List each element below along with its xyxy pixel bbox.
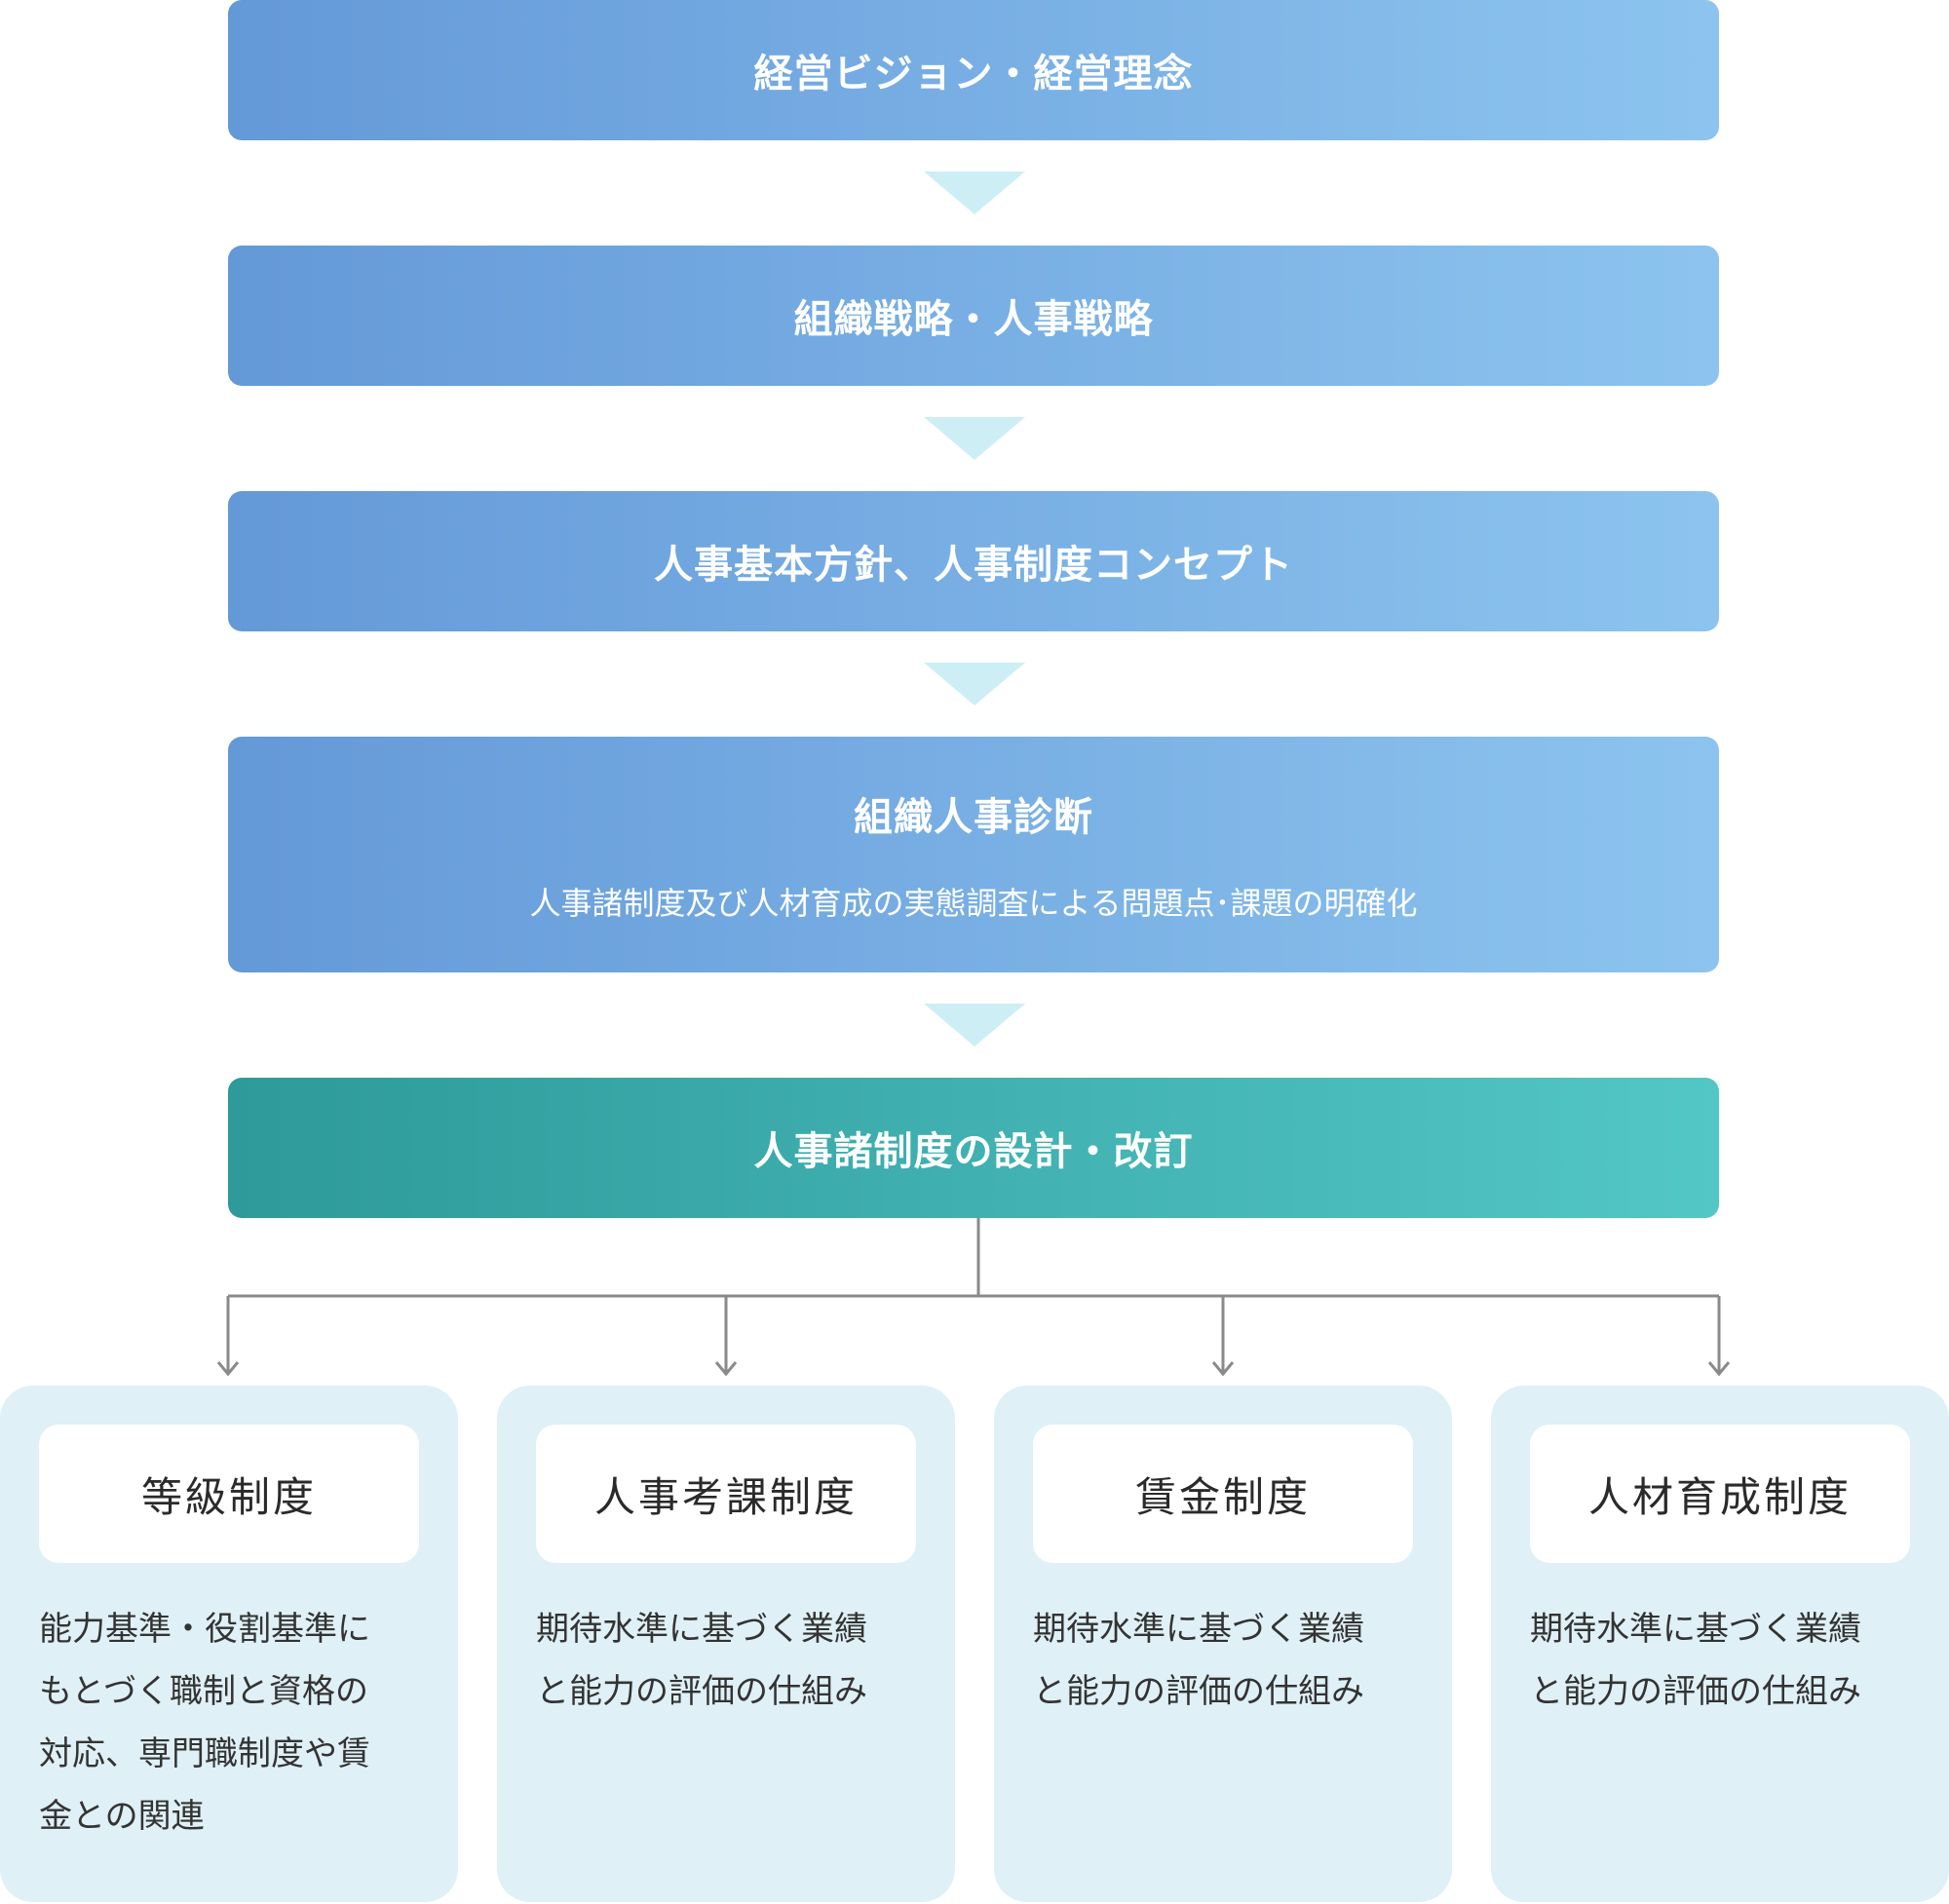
branch-connector — [216, 1218, 1731, 1377]
stage-title: 経営ビジョン・経営理念 — [753, 52, 1194, 96]
stage-org-hr-strategy: 組織戦略・人事戦略 — [228, 246, 1719, 386]
down-arrow-icon — [924, 663, 1025, 705]
stage-title: 人事諸制度の設計・改訂 — [753, 1129, 1194, 1174]
stage-title: 組織人事診断 — [854, 795, 1093, 840]
down-arrow-icon — [924, 417, 1025, 460]
card-header: 人材育成制度 — [1530, 1425, 1910, 1563]
card-description: 期待水準に基づく業績 と能力の評価の仕組み — [1530, 1610, 1861, 1711]
down-arrow-icon — [924, 171, 1025, 214]
stage-org-hr-diagnosis: 組織人事診断 人事諸制度及び人材育成の実態調査による問題点･課題の明確化 — [228, 737, 1719, 972]
stage-title: 人事基本方針、人事制度コンセプト — [654, 543, 1293, 588]
stage-hr-system-design: 人事諸制度の設計・改訂 — [228, 1078, 1719, 1218]
card-wage-system: 賃金制度 期待水準に基づく業績 と能力の評価の仕組み — [994, 1386, 1452, 1902]
card-development-system: 人材育成制度 期待水準に基づく業績 と能力の評価の仕組み — [1491, 1386, 1949, 1902]
card-title: 賃金制度 — [1134, 1472, 1311, 1521]
card-title: 人材育成制度 — [1587, 1472, 1852, 1521]
card-header: 等級制度 — [39, 1425, 419, 1563]
stage-hr-policy-concept: 人事基本方針、人事制度コンセプト — [228, 491, 1719, 631]
card-title: 人事考課制度 — [593, 1472, 858, 1521]
card-grade-system: 等級制度 能力基準・役割基準に もとづく職制と資格の 対応、専門職制度や賃 金と… — [0, 1386, 458, 1902]
down-arrow-icon — [924, 1004, 1025, 1047]
card-description: 期待水準に基づく業績 と能力の評価の仕組み — [1033, 1610, 1364, 1711]
card-header: 賃金制度 — [1033, 1425, 1413, 1563]
stage-title: 組織戦略・人事戦略 — [793, 297, 1154, 342]
stage-management-vision: 経営ビジョン・経営理念 — [228, 0, 1719, 140]
card-description: 期待水準に基づく業績 と能力の評価の仕組み — [536, 1610, 867, 1711]
card-header: 人事考課制度 — [536, 1425, 916, 1563]
card-appraisal-system: 人事考課制度 期待水準に基づく業績 と能力の評価の仕組み — [497, 1386, 955, 1902]
card-title: 等級制度 — [140, 1472, 317, 1521]
card-description: 能力基準・役割基準に もとづく職制と資格の 対応、専門職制度や賃 金との関連 — [39, 1610, 370, 1836]
stage-subtitle: 人事諸制度及び人材育成の実態調査による問題点･課題の明確化 — [529, 885, 1418, 922]
